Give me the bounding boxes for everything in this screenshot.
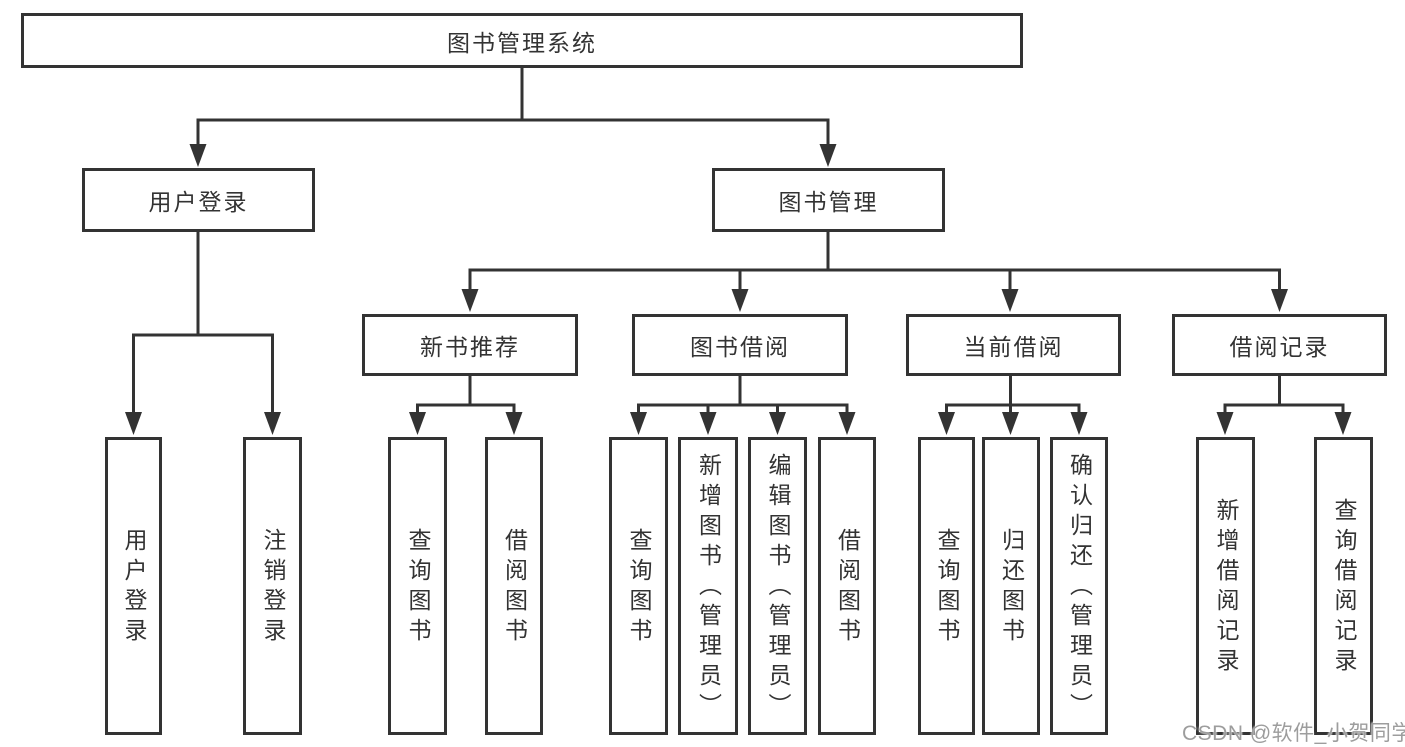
leaf-bb-borrow-books: 借阅图书 bbox=[818, 437, 876, 735]
arrowhead bbox=[731, 289, 749, 312]
arrowhead bbox=[938, 412, 955, 435]
connector-segment bbox=[416, 403, 516, 414]
arrowhead bbox=[1334, 412, 1352, 435]
arrowhead bbox=[769, 412, 786, 435]
arrowhead bbox=[1002, 412, 1019, 435]
node-book-borrowing: 图书借阅 bbox=[632, 314, 848, 376]
arrowhead bbox=[189, 144, 207, 167]
node-new-book-recommendation: 新书推荐 bbox=[362, 314, 578, 376]
arrowhead bbox=[838, 412, 856, 435]
connector-segment bbox=[468, 268, 1281, 291]
leaf-nbr-borrow-books: 借阅图书 bbox=[485, 437, 543, 735]
leaf-bb-edit-books-admin: 编辑图书（管理员） bbox=[748, 437, 807, 735]
leaf-br-add-record: 新增借阅记录 bbox=[1196, 437, 1255, 735]
leaf-bb-query-books: 查询图书 bbox=[609, 437, 668, 735]
leaf-cb-query-books: 查询图书 bbox=[918, 437, 975, 735]
leaf-cb-confirm-return-admin: 确认归还（管理员） bbox=[1050, 437, 1108, 735]
arrowhead bbox=[1216, 412, 1234, 435]
leaf-nbr-query-books: 查询图书 bbox=[388, 437, 447, 735]
connector-segment bbox=[1223, 403, 1345, 414]
arrowhead bbox=[630, 412, 647, 435]
arrowhead bbox=[699, 412, 717, 435]
leaf-user-login: 用户登录 bbox=[105, 437, 162, 735]
leaf-br-query-record: 查询借阅记录 bbox=[1314, 437, 1373, 735]
arrowhead bbox=[461, 289, 479, 312]
leaf-logout-login: 注销登录 bbox=[243, 437, 302, 735]
connector-segment bbox=[196, 118, 830, 146]
arrowheads bbox=[125, 144, 1352, 435]
watermark: CSDN @软件_小贺同学 bbox=[1182, 722, 1405, 745]
leaf-cb-return-books: 归还图书 bbox=[982, 437, 1040, 735]
arrowhead bbox=[409, 412, 426, 435]
arrowhead bbox=[505, 412, 523, 435]
node-user-login: 用户登录 bbox=[82, 168, 315, 232]
node-current-borrowing: 当前借阅 bbox=[906, 314, 1121, 376]
connector-lines bbox=[132, 66, 1345, 414]
connector-segment bbox=[637, 403, 849, 414]
arrowhead bbox=[125, 412, 142, 435]
connector-segment bbox=[945, 403, 1081, 414]
arrowhead bbox=[1070, 412, 1088, 435]
arrowhead bbox=[819, 144, 837, 167]
node-borrowing-records: 借阅记录 bbox=[1172, 314, 1387, 376]
connector-segment bbox=[132, 333, 274, 414]
node-book-management: 图书管理 bbox=[712, 168, 945, 232]
arrowhead bbox=[1001, 289, 1019, 312]
leaf-bb-add-books-admin: 新增图书（管理员） bbox=[678, 437, 738, 735]
arrowhead bbox=[264, 412, 281, 435]
node-root: 图书管理系统 bbox=[21, 13, 1023, 68]
arrowhead bbox=[1271, 289, 1288, 312]
